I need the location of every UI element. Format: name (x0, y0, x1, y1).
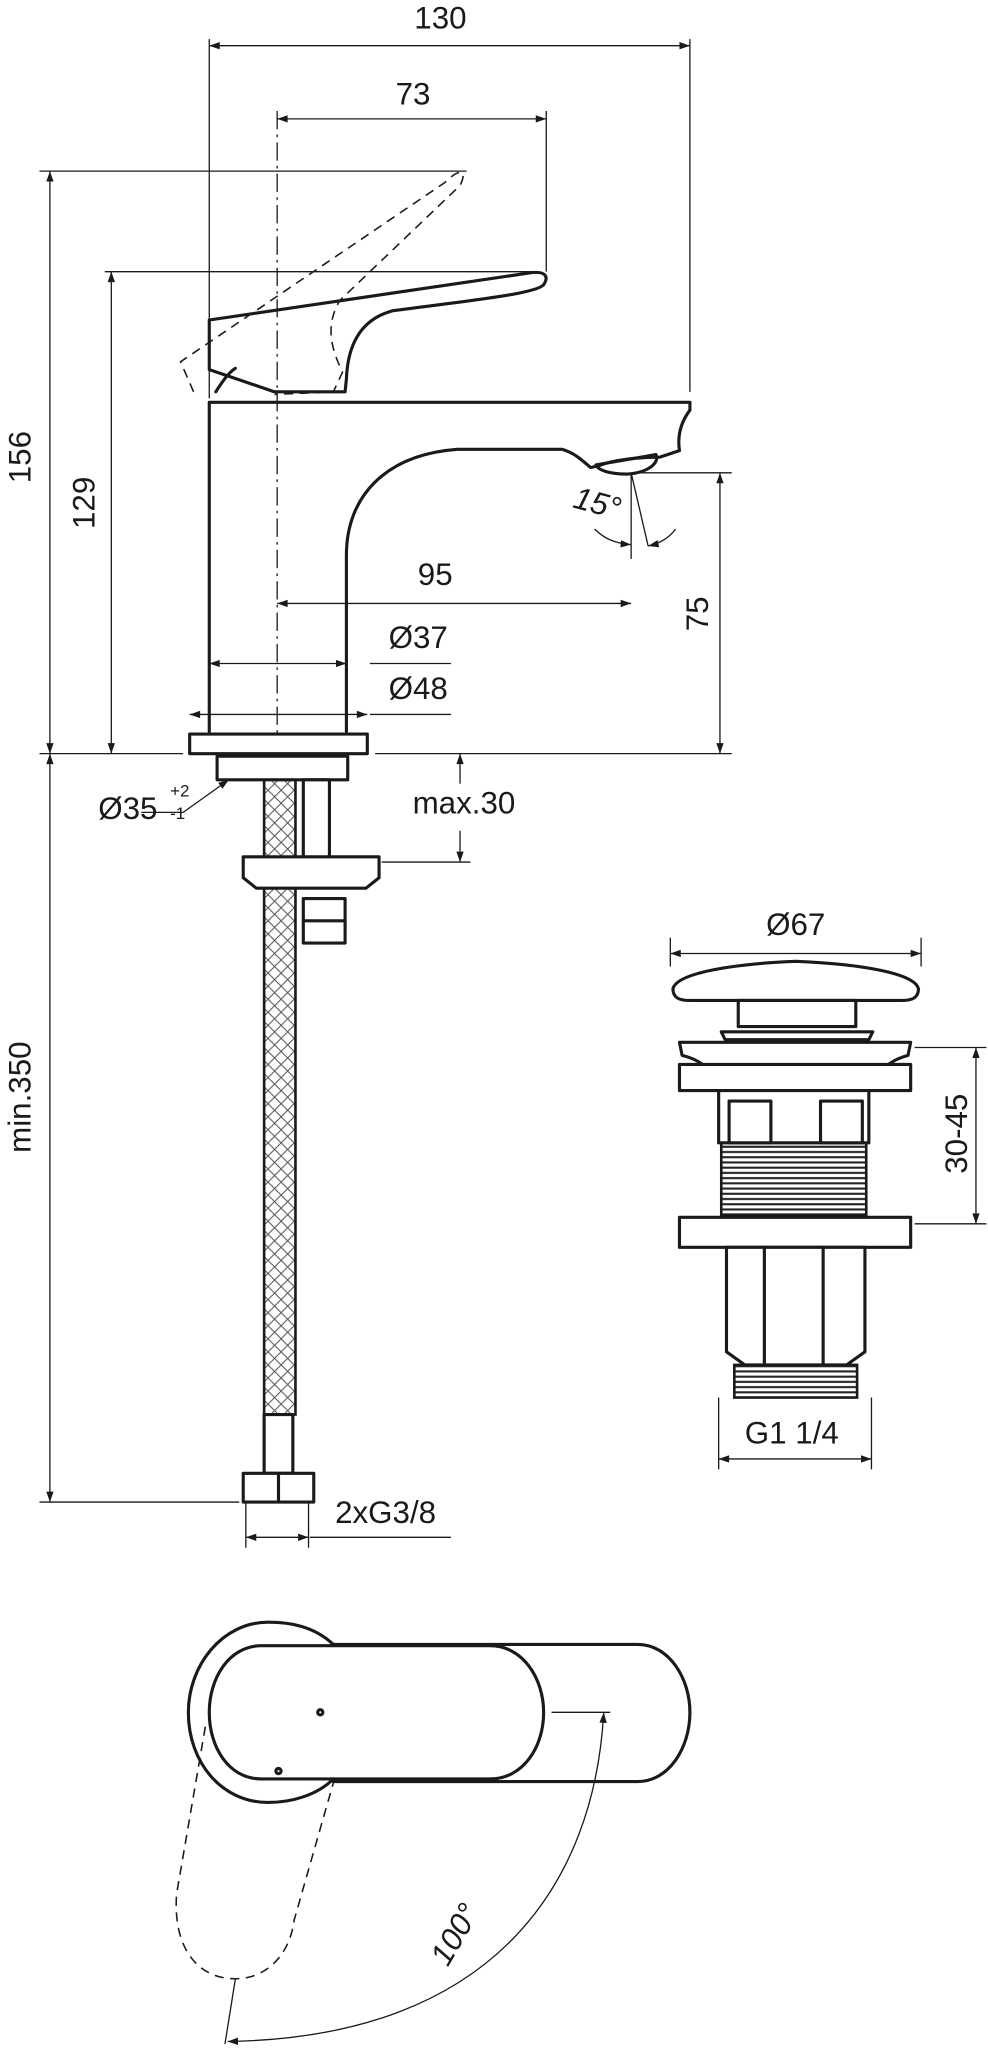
mixer-body (207, 400, 692, 733)
waste-body (724, 1245, 867, 1367)
base-flange (188, 732, 369, 756)
lever-top (207, 1644, 546, 1781)
dim-hole-tol-plus: +2 (170, 782, 189, 801)
dim-base-diameter: Ø48 (389, 671, 448, 706)
marker-dot (316, 1708, 325, 1717)
dim-lever-height: 129 (66, 477, 101, 529)
marker-dot (274, 1766, 283, 1776)
waste-thread-upper (719, 1141, 868, 1216)
lever-rotated-position (175, 1726, 335, 1980)
dim-body-diameter: Ø37 (389, 620, 448, 655)
mixer-side-view: 130 73 156 129 15° 95 75 Ø37 Ø48 Ø35 +2 … (2, 1, 732, 1548)
dim-hose-connection: 2xG3/8 (335, 1495, 436, 1530)
dim-waste-thread: G1 1/4 (745, 1415, 839, 1450)
dim-total-height: 156 (2, 431, 37, 483)
lever-open-position (179, 171, 464, 396)
dim-spout-height: 75 (680, 596, 715, 631)
waste-cap (671, 959, 921, 1003)
dim-spout-reach: 95 (418, 557, 453, 592)
hose-fitting (262, 1412, 295, 1475)
dim-lever-reach: 73 (396, 76, 431, 111)
dim-max-deck: max.30 (413, 786, 516, 821)
dim-lever-rotation: 100° (424, 1898, 487, 1972)
waste-thread-lower (733, 1363, 859, 1399)
dim-cap-diameter: Ø67 (766, 907, 825, 942)
dim-hole-diameter: Ø35 (98, 791, 157, 826)
spout-outline (331, 1642, 692, 1784)
fixing-plate (241, 855, 381, 890)
dim-hole-tol-minus: -1 (170, 804, 185, 823)
dim-spout-angle: 15° (570, 480, 625, 526)
aerator (594, 452, 659, 476)
waste-backnut (677, 1215, 913, 1249)
dim-overall-width: 130 (414, 1, 466, 36)
dim-hose-length: min.350 (2, 1041, 37, 1152)
lever (207, 270, 548, 394)
dim-clamp-range: 30-45 (939, 1094, 974, 1174)
mixer-top-view: 100° (175, 1620, 692, 2045)
threaded-rod (301, 778, 331, 860)
popup-waste: Ø67 30-45 G1 1/4 (669, 907, 987, 1470)
